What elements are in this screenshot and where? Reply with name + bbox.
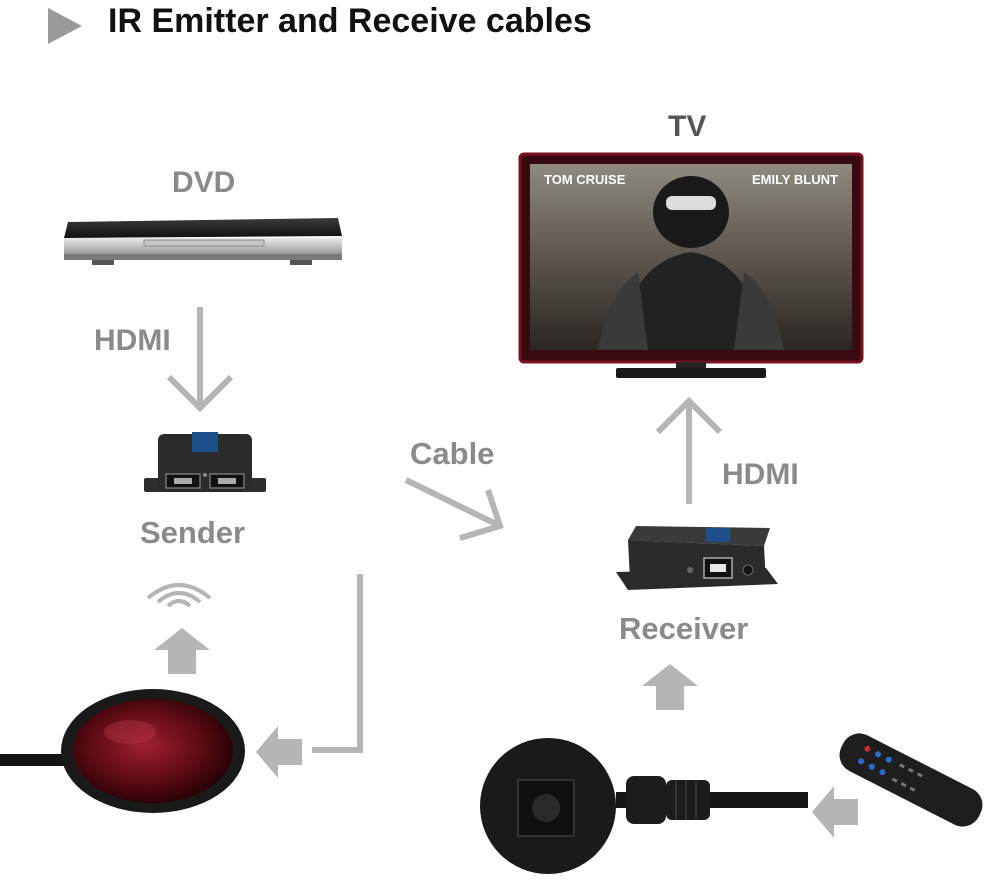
remote-control-image: [839, 733, 983, 827]
up-arrow-icon: [642, 664, 698, 710]
up-arrow-icon: [154, 628, 210, 674]
sender-label: Sender: [140, 515, 246, 550]
left-arrow-icon: [812, 786, 858, 838]
dvd-player-image: [64, 218, 342, 265]
tv-screen-left-name: TOM CRUISE: [544, 172, 626, 187]
tv-label: TV: [668, 110, 707, 143]
dvd-label: DVD: [172, 166, 236, 199]
play-triangle-icon: [48, 8, 82, 44]
return-line: [312, 574, 363, 753]
receiver-device-image: [616, 526, 778, 590]
wireless-signal-icon: [146, 583, 212, 608]
hdmi-up-arrow: [655, 396, 723, 504]
hdmi-right-label: HDMI: [722, 458, 799, 491]
ir-receiver-image: [480, 738, 808, 874]
sender-device-image: [144, 432, 266, 492]
left-arrow-icon: [256, 726, 302, 778]
hdmi-left-label: HDMI: [94, 324, 171, 357]
tv-image: TOM CRUISE EMILY BLUNT: [518, 152, 864, 378]
cable-arrow: [404, 477, 504, 541]
tv-screen-right-name: EMILY BLUNT: [752, 172, 838, 187]
receiver-label: Receiver: [619, 611, 749, 646]
cable-label: Cable: [410, 436, 495, 471]
hdmi-down-arrow: [166, 307, 234, 413]
page-title: IR Emitter and Receive cables: [108, 2, 592, 40]
ir-emitter-image: [0, 689, 245, 813]
